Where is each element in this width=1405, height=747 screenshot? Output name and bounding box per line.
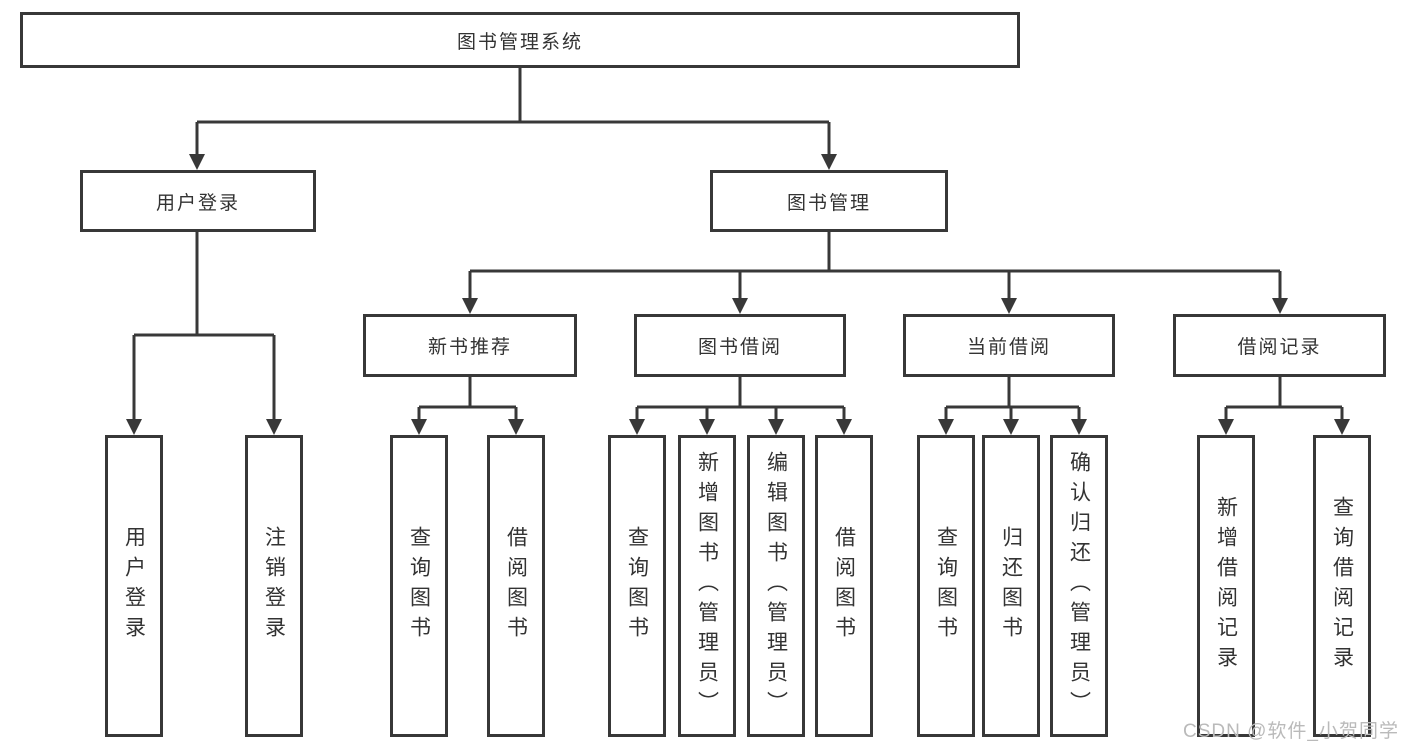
leaf-confirm-return-admin-label: 确认归还（管理员） [1067,451,1091,721]
leaf-query-books-current-label: 查询图书 [934,526,958,646]
leaf-add-borrow-record-label: 新增借阅记录 [1214,496,1238,676]
node-current-borrowing-label: 当前借阅 [966,337,1051,358]
node-book-management: 图书管理 [710,170,948,232]
node-root-label: 图书管理系统 [456,31,583,53]
leaf-query-books-borrow-label: 查询图书 [625,526,649,646]
leaf-query-books-borrow: 查询图书 [608,435,666,737]
leaf-borrow-books-recommend-label: 借阅图书 [504,526,528,646]
leaf-edit-books-admin: 编辑图书（管理员） [747,435,805,737]
leaf-confirm-return-admin: 确认归还（管理员） [1050,435,1108,737]
leaf-borrow-books-recommend: 借阅图书 [487,435,545,737]
leaf-logout-label: 注销登录 [262,526,286,646]
leaf-add-books-admin: 新增图书（管理员） [678,435,736,737]
leaf-user-login: 用户登录 [105,435,163,737]
node-user-login: 用户登录 [80,170,316,232]
node-new-book-recommend: 新书推荐 [363,314,577,377]
leaf-query-books-current: 查询图书 [917,435,975,737]
leaf-return-books: 归还图书 [982,435,1040,737]
node-borrow-records-label: 借阅记录 [1237,337,1322,358]
leaf-user-login-label: 用户登录 [122,526,146,646]
node-new-book-recommend-label: 新书推荐 [427,337,512,358]
leaf-add-borrow-record: 新增借阅记录 [1197,435,1255,737]
leaf-query-books-recommend: 查询图书 [390,435,448,737]
tree-edges [132,68,1344,422]
node-current-borrowing: 当前借阅 [903,314,1115,377]
leaf-logout: 注销登录 [245,435,303,737]
node-borrow-records: 借阅记录 [1173,314,1386,377]
leaf-query-borrow-record-label: 查询借阅记录 [1330,496,1354,676]
leaf-query-borrow-record: 查询借阅记录 [1313,435,1371,737]
leaf-return-books-label: 归还图书 [999,526,1023,646]
leaf-borrow-books: 借阅图书 [815,435,873,737]
node-book-borrowing-label: 图书借阅 [697,337,782,358]
leaf-add-books-admin-label: 新增图书（管理员） [695,451,719,721]
node-book-borrowing: 图书借阅 [634,314,846,377]
leaf-edit-books-admin-label: 编辑图书（管理员） [764,451,788,721]
node-root: 图书管理系统 [20,12,1020,68]
node-book-management-label: 图书管理 [786,192,871,214]
leaf-query-books-recommend-label: 查询图书 [407,526,431,646]
node-user-login-label: 用户登录 [155,192,240,214]
leaf-borrow-books-label: 借阅图书 [832,526,856,646]
